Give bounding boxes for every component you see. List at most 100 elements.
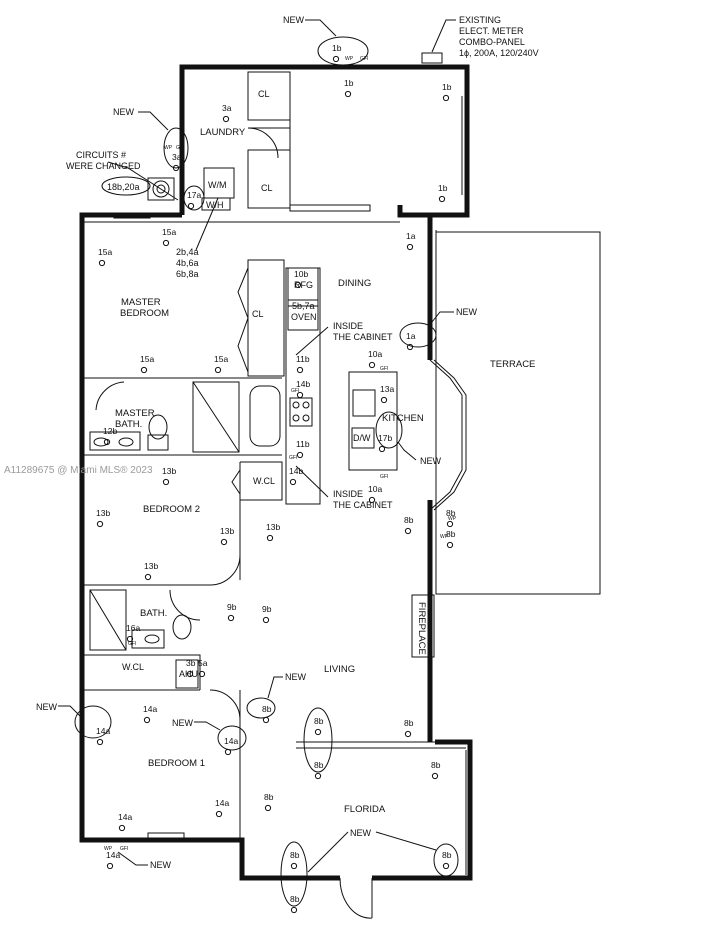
circuit-label: 1b: [442, 82, 452, 92]
receptacle-icon: [98, 259, 106, 267]
receptacle-icon: [378, 445, 386, 453]
room-master-bedroom-line1: MASTER: [121, 297, 161, 308]
note-inside-cabinet-line1: INSIDE: [333, 489, 363, 499]
receptacle-icon: [106, 862, 114, 870]
receptacle-icon: [118, 824, 126, 832]
receptacle-icon: [368, 496, 376, 504]
circuit-label: 8b: [264, 792, 274, 802]
terrace-outline: [435, 231, 601, 595]
room-bedroom1: BEDROOM 1: [148, 758, 205, 769]
circuit-label: 14a: [96, 726, 110, 736]
receptacle-icon: [290, 906, 298, 914]
circuit-label: 10a: [368, 349, 382, 359]
receptacle-icon: [446, 520, 454, 528]
circuit-label: 10a: [368, 484, 382, 494]
circuit-label: 12b: [103, 426, 117, 436]
note-inside-cabinet-line2: THE CABINET: [333, 500, 393, 510]
receptacle-icon: [314, 772, 322, 780]
receptacle-icon: [144, 573, 152, 581]
receptacle-icon: [442, 94, 450, 102]
receptacle-icon: [314, 728, 322, 736]
kitchen-cabinets: [285, 267, 398, 505]
receptacle-icon: [224, 748, 232, 756]
outlet-tag-gfi: GFI: [380, 366, 388, 372]
note-changed-ids: 18b,20a: [107, 182, 140, 192]
fixture-walk-in-closet: W.CL: [122, 662, 144, 672]
fixture-oven: OVEN: [291, 312, 317, 322]
receptacle-icon: [96, 520, 104, 528]
circuit-label: 14b: [296, 379, 310, 389]
fixture-closet: CL: [252, 309, 264, 319]
circuit-label: 8b: [290, 894, 300, 904]
circuit-label: 8b: [446, 529, 456, 539]
outlet-tag-gfi: GFI: [176, 145, 184, 151]
receptacle-icon: [220, 538, 228, 546]
note-inside-cabinet-line1: INSIDE: [333, 321, 363, 331]
circuit-label: 13b: [144, 561, 158, 571]
room-bedroom2: BEDROOM 2: [143, 504, 200, 515]
circuit-label: 9b: [262, 604, 272, 614]
receptacle-icon: [162, 478, 170, 486]
receptacle-icon: [406, 343, 414, 351]
note-new: NEW: [350, 828, 372, 838]
circuit-label: 14a: [224, 736, 238, 746]
note-circuit-list: 4b,6a: [176, 258, 199, 268]
outlet-tag-wp: WP: [448, 516, 457, 522]
note-circuit-list: 2b,4a: [176, 247, 199, 257]
circuit-label: 8b: [404, 718, 414, 728]
room-master-bedroom-line2: BEDROOM: [120, 308, 169, 319]
receptacle-icon: [296, 391, 304, 399]
fixture-ahu: AHU: [179, 669, 198, 679]
note-meter-line4: 1ϕ, 200A, 120/240V: [459, 48, 539, 58]
note-new: NEW: [36, 702, 58, 712]
receptacle-icon: [215, 810, 223, 818]
circuit-label: 16a: [126, 623, 140, 633]
exterior-walls: [79, 64, 473, 881]
note-new: NEW: [283, 15, 305, 25]
circuit-label: 15a: [140, 354, 154, 364]
receptacle-icon: [406, 243, 414, 251]
receptacle-icon: [289, 478, 297, 486]
revision-clouds: [74, 36, 459, 907]
circuit-label: 1b: [438, 183, 448, 193]
outlet-tag-gfi: GFI: [289, 455, 297, 461]
receptacle-icon: [214, 366, 222, 374]
receptacle-icon: [227, 614, 235, 622]
circuit-label: 13b: [96, 508, 110, 518]
circuit-label: 8b: [404, 515, 414, 525]
outlet-tags: WP GFI WP GFI GFI GFI GFI GFI WP WP GFI …: [104, 56, 457, 852]
receptacle-icon: [172, 164, 180, 172]
circuit-label: 14a: [118, 812, 132, 822]
circuit-label: 3a: [222, 103, 232, 113]
room-florida: FLORIDA: [344, 804, 386, 815]
fixture-refrigerator: RFG: [294, 280, 313, 290]
room-master-bath-line2: BATH.: [115, 419, 142, 430]
receptacle-icon: [438, 195, 446, 203]
room-terrace: TERRACE: [490, 359, 535, 370]
fixture-water-heater: W/H: [206, 200, 224, 210]
note-new: NEW: [172, 718, 194, 728]
receptacle-icon: [262, 716, 270, 724]
circuit-label: 14b: [289, 466, 303, 476]
circuit-label: 13b: [220, 526, 234, 536]
receptacle-icon: [296, 451, 304, 459]
fixture-dishwasher: D/W: [353, 433, 371, 443]
receptacle-icon: [162, 239, 170, 247]
note-inside-cabinet-line2: THE CABINET: [333, 332, 393, 342]
outlet-tag-gfi: GFI: [360, 56, 368, 62]
fireplace: [411, 594, 435, 658]
circuit-label: 11b: [296, 354, 310, 364]
circuit-label: 15a: [162, 227, 176, 237]
note-new: NEW: [113, 107, 135, 117]
receptacle-icon: [126, 635, 134, 643]
circuit-label: 13b: [266, 522, 280, 532]
circuit-label: 14a: [215, 798, 229, 808]
receptacle-icon: [404, 527, 412, 535]
circuit-label: 8b: [431, 760, 441, 770]
fixture-closet: CL: [261, 183, 273, 193]
fixture-washing-machine: W/M: [208, 180, 227, 190]
leader-lines: [58, 19, 456, 873]
outlet-tag-wp: WP: [164, 145, 173, 151]
circuit-label: 1a: [406, 231, 416, 241]
